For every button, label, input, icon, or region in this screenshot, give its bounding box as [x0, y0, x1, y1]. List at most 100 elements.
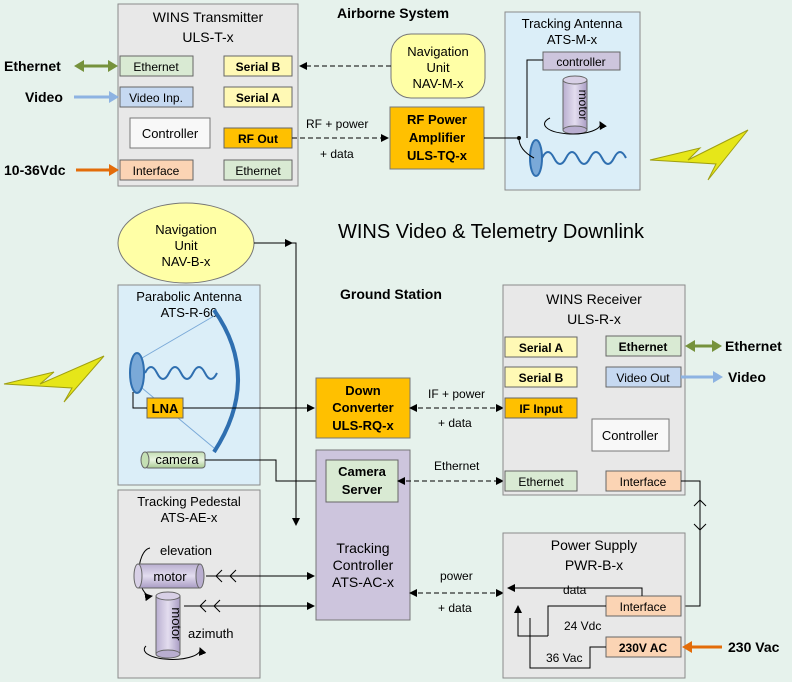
azimuth-motor: [155, 591, 181, 659]
receiver-panel: [502, 284, 686, 496]
tx-serial-b-port: [223, 55, 293, 77]
pedestal-azimuth-label: azimuth: [188, 626, 234, 641]
elevation-motor: [133, 563, 205, 589]
rx-ethernet-port-label: Ethernet: [619, 340, 668, 354]
air-rf-link-label2: + data: [320, 147, 354, 161]
rx-if-input-port: [504, 397, 578, 419]
tx-serial-a-port: [223, 86, 293, 108]
tx-controller: [129, 117, 211, 149]
air-amplifier: [389, 106, 485, 170]
rx-serial-a-label: Serial A: [519, 341, 564, 355]
rx-controller-label: Controller: [602, 428, 659, 443]
tx-serial-a-label: Serial A: [236, 91, 281, 105]
rx-serial-a-port: [504, 336, 578, 358]
rx-interface-link-arrows: [693, 499, 707, 531]
tx-rf-out-label: RF Out: [238, 132, 278, 146]
camera-server: [325, 459, 399, 503]
air-ext-video-label: Video: [25, 89, 63, 105]
ground-nav-line2: Unit: [174, 238, 198, 253]
air-lightning-icon: [649, 129, 749, 181]
air-controller-wire: [526, 59, 543, 138]
rx-ethernet-port-2-label: Ethernet: [518, 475, 564, 489]
tracking-controller-model: ATS-AC-x: [332, 574, 394, 590]
if-link-label2: + data: [438, 416, 472, 430]
tx-video-port: [119, 86, 194, 108]
pedestal-model: ATS-AE-x: [161, 510, 218, 525]
air-antenna-feed: [529, 139, 543, 177]
ground-power-arrow: [682, 641, 722, 653]
air-amplifier-line2: Amplifier: [409, 130, 465, 145]
ps-24v-label: 24 Vdc: [564, 619, 601, 633]
power-link-label1: power: [440, 569, 473, 583]
camera-to-server: [205, 459, 327, 485]
tx-ethernet-port-2-label: Ethernet: [235, 164, 281, 178]
air-rotation-arrow: [544, 117, 607, 135]
air-antenna-motor: [562, 75, 588, 135]
parabolic-feed: [129, 352, 145, 394]
feed-to-lna-wire: [132, 392, 147, 409]
air-amplifier-model: ULS-TQ-x: [407, 148, 468, 163]
parabolic-helix: [144, 366, 218, 380]
azimuth-motor-label: motor: [169, 607, 184, 641]
air-ext-power-label: 10-36Vdc: [4, 162, 66, 178]
ps-data-label: data: [563, 583, 587, 597]
ground-nav-line1: Navigation: [155, 222, 216, 237]
ground-ethernet-arrow: [685, 340, 722, 352]
ps-24v-feed: [514, 605, 548, 637]
tx-video-port-label: Video Inp.: [129, 91, 183, 105]
tx-ethernet-port-2: [223, 159, 293, 181]
elevation-link-arrows: [215, 569, 237, 583]
air-antenna-motor-label: motor: [576, 90, 590, 121]
downconverter-line2: Converter: [332, 400, 393, 415]
tx-controller-label: Controller: [142, 126, 199, 141]
air-video-arrow: [74, 91, 119, 103]
parabolic-dish: [212, 308, 240, 454]
tx-interface-port: [119, 159, 194, 181]
rx-ethernet-port-2: [504, 470, 578, 492]
air-nav-line2: Unit: [426, 60, 450, 75]
ps-36v-line: [529, 618, 606, 669]
air-amplifier-line1: RF Power: [407, 112, 467, 127]
ground-ext-power-label: 230 Vac: [728, 639, 780, 655]
receiver-model: ULS-R-x: [567, 311, 621, 327]
air-helix-antenna: [541, 151, 627, 165]
ps-data-line: [507, 584, 643, 596]
camera-label: camera: [155, 452, 199, 467]
rx-video-out-label: Video Out: [616, 371, 670, 385]
diagram-title: WINS Video & Telemetry Downlink: [338, 221, 645, 243]
air-ext-ethernet-label: Ethernet: [4, 58, 61, 74]
camera-server-line1: Camera: [338, 464, 386, 479]
ground-section-label: Ground Station: [340, 286, 442, 302]
ethernet-link-label: Ethernet: [434, 459, 480, 473]
ground-video-arrow: [681, 371, 723, 383]
ps-24v-line: [547, 605, 606, 636]
rx-controller: [591, 418, 670, 452]
power-link-label2: + data: [438, 601, 472, 615]
tx-serial-b-label: Serial B: [236, 60, 281, 74]
ps-36v-label: 36 Vac: [546, 651, 582, 665]
air-rf-link-label1: RF + power: [306, 117, 368, 131]
transmitter-model: ULS-T-x: [182, 29, 233, 45]
rx-serial-b-port: [504, 366, 578, 388]
tracking-controller-line2: Controller: [333, 557, 394, 573]
air-nav-model: NAV-M-x: [412, 76, 464, 91]
ps-interface-label: Interface: [620, 600, 667, 614]
elevation-motor-label: motor: [153, 569, 187, 584]
rx-ethernet-port: [605, 335, 682, 357]
parabolic-model: ATS-R-60: [161, 305, 218, 320]
transmitter-title: WINS Transmitter: [153, 9, 264, 25]
ground-ext-ethernet-label: Ethernet: [725, 338, 782, 354]
downconverter-model: ULS-RQ-x: [332, 418, 394, 433]
ground-lightning-icon: [3, 355, 105, 403]
parabolic-title: Parabolic Antenna: [136, 289, 242, 304]
tx-interface-port-label: Interface: [133, 164, 180, 178]
ground-ext-video-label: Video: [728, 369, 766, 385]
tracking-controller-line1: Tracking: [336, 540, 389, 556]
air-feed-wire: [518, 137, 535, 159]
air-tracking-antenna-model: ATS-M-x: [547, 32, 598, 47]
pedestal-title: Tracking Pedestal: [137, 494, 241, 509]
azimuth-rotation-arrow: [143, 645, 207, 660]
air-nav-line1: Navigation: [407, 44, 468, 59]
tx-ethernet-port: [119, 55, 194, 77]
